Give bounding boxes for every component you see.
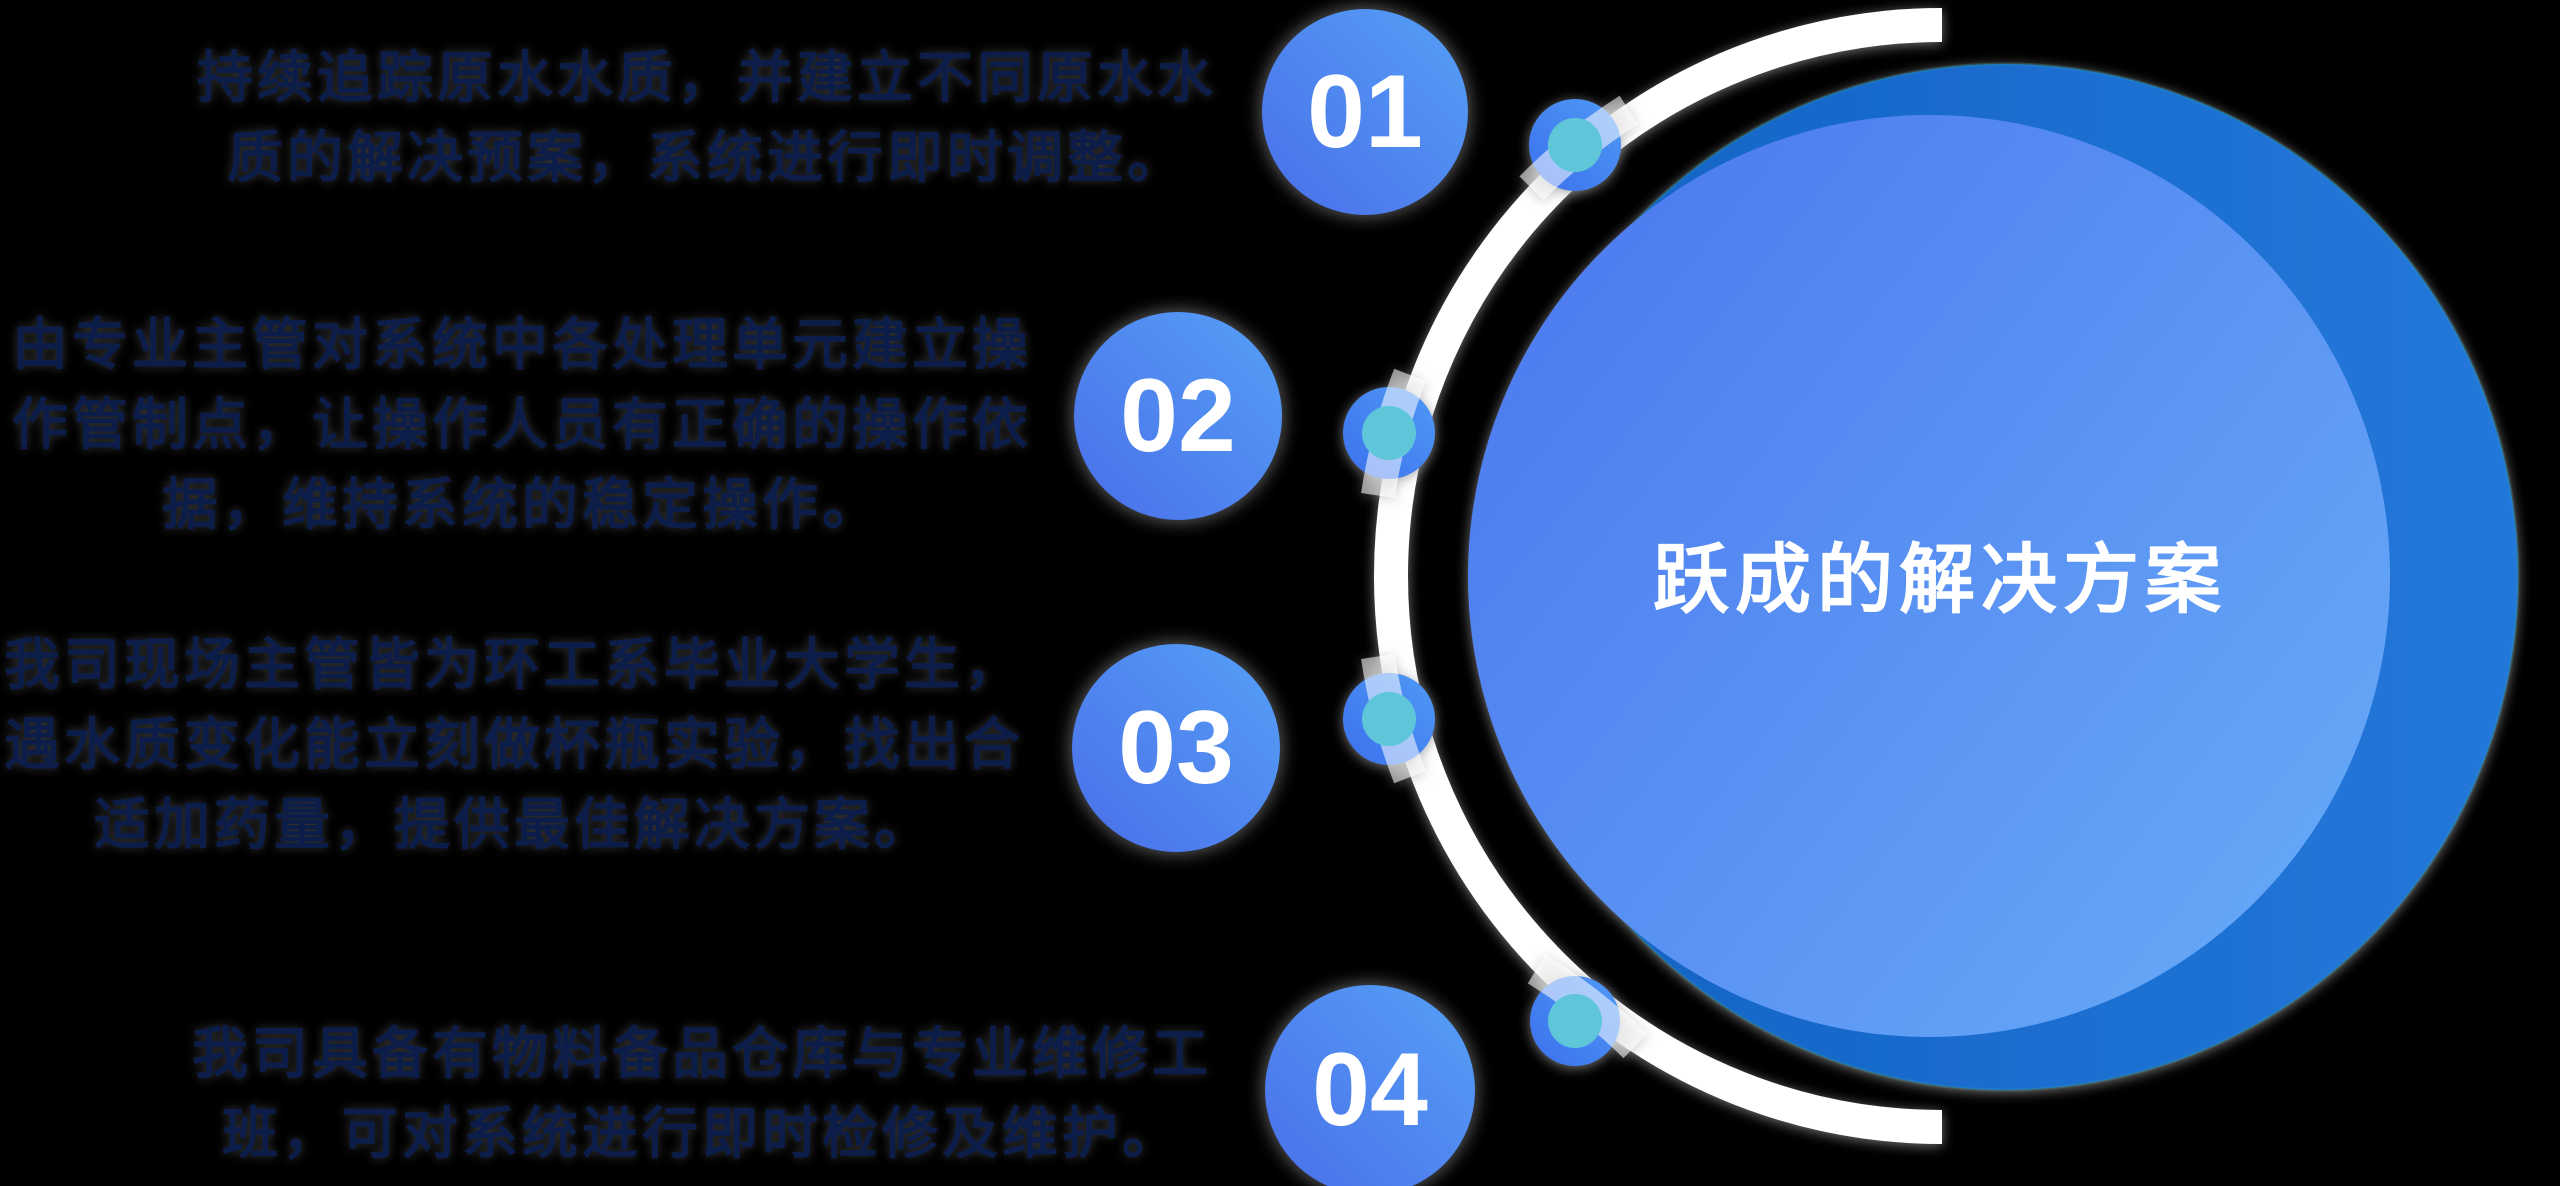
orbit-nodes <box>1343 95 1648 1066</box>
orbit-node-2 <box>1343 368 1435 499</box>
orbit-node-4 <box>1527 954 1648 1066</box>
step-4-description: 我司具备有物料备品仓库与专业维修工 班，可对系统进行即时检修及维护。 <box>192 1022 1212 1165</box>
sphere-inner-disc <box>1468 115 2390 1037</box>
step-1-description: 持续追踪原水水质，并建立不同原水水 质的解决预案，系统进行即时调整。 <box>197 46 1217 189</box>
step-2-badge: 02 <box>1074 312 1282 520</box>
orbit-arc <box>1374 8 1943 1144</box>
orbit-node-3 <box>1343 653 1435 784</box>
node-1-core-dot <box>1548 118 1602 172</box>
step-4-badge: 04 <box>1265 985 1475 1186</box>
sphere-title: 跃成的解决方案 <box>1653 538 2227 623</box>
step-3-number: 03 <box>1118 690 1234 806</box>
node-2-core-dot <box>1362 406 1416 460</box>
step-3-badge: 03 <box>1072 644 1280 852</box>
step-3-description: 我司现场主管皆为环工系毕业大学生， 遇水质变化能立刻做杯瓶实验，找出合 适加药量… <box>4 633 1024 856</box>
step-2-number: 02 <box>1120 358 1236 474</box>
step-1-badge: 01 <box>1262 9 1468 215</box>
solution-sphere <box>1468 62 2520 1092</box>
node-4-core-dot <box>1548 994 1602 1048</box>
step-1-number: 01 <box>1307 54 1423 170</box>
step-4-number: 04 <box>1312 1032 1428 1148</box>
node-3-core-dot <box>1362 692 1416 746</box>
step-2-description: 由专业主管对系统中各处理单元建立操 作管制点，让操作人员有正确的操作依 据，维持… <box>12 313 1032 536</box>
orbit-node-1 <box>1519 95 1638 201</box>
